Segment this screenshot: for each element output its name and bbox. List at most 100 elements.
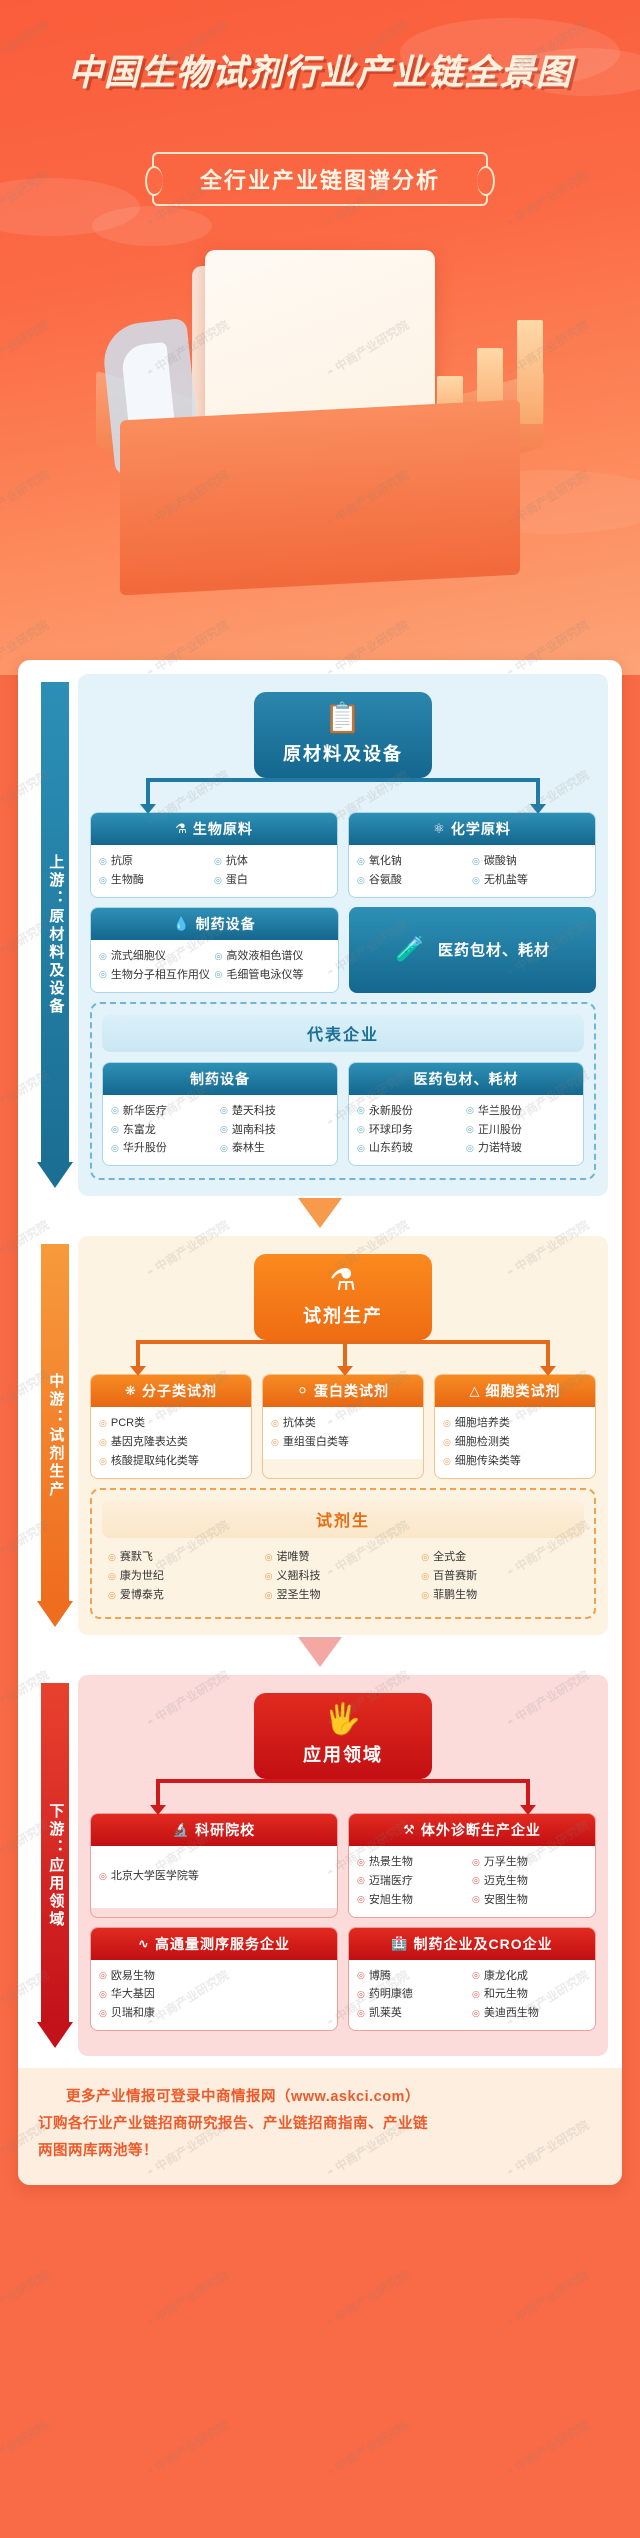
arrow-body bbox=[41, 1682, 69, 2023]
footer-line-2: 订购各行业产业链招商研究报告、产业链招商指南、产业链 bbox=[38, 2116, 428, 2133]
card-header: 🔬 科研院校 bbox=[91, 1813, 337, 1846]
stage-body-midstream: ⚗ 试剂生产 ❋ 分子类试剂 ◎PCR类 bbox=[78, 1236, 608, 1635]
card-ivd-manufacturers[interactable]: ⚒ 体外诊断生产企业 ◎热景生物 ◎万孚生物 ◎迈瑞医疗 ◎迈克生物 ◎安旭生物… bbox=[348, 1812, 596, 1918]
bullet-icon: ◎ bbox=[111, 1143, 119, 1154]
hero-illustration bbox=[0, 240, 640, 660]
list-item: ◎安旭生物 bbox=[357, 1891, 472, 1910]
bullet-icon: ◎ bbox=[99, 1871, 107, 1882]
list-item-label: 翌圣生物 bbox=[276, 1588, 321, 1601]
connector-vertical-right bbox=[526, 1778, 531, 1807]
representative-companies-midstream: 试剂生 ◎赛默飞 ◎诺唯赞 ◎全式金 ◎康为世纪 ◎义翘科技 ◎百普赛斯 ◎爱博… bbox=[90, 1488, 596, 1619]
arrow-head bbox=[37, 1600, 73, 1627]
list-item-label: 美迪西生物 bbox=[483, 2007, 539, 2020]
list-item: ◎义翘科技 bbox=[265, 1567, 422, 1586]
hub-midstream[interactable]: ⚗ 试剂生产 bbox=[254, 1254, 432, 1341]
bullet-icon: ◎ bbox=[99, 950, 107, 961]
decorative-cloud bbox=[92, 206, 212, 246]
stage-transition-upstream-to-midstream bbox=[32, 1196, 608, 1236]
stage-label-text: 中游：试剂生产 bbox=[47, 1372, 65, 1499]
card-pharma-packaging[interactable]: 🧪 医药包材、耗材 bbox=[349, 906, 596, 993]
protein-icon: ⚪ bbox=[297, 1383, 309, 1399]
hand-app-icon: 🖐 bbox=[324, 1702, 362, 1736]
hub-upstream[interactable]: 📋 原材料及设备 bbox=[254, 692, 432, 778]
page-subtitle: 全行业产业链图谱分析 bbox=[144, 152, 496, 206]
list-item-label: 康龙化成 bbox=[483, 1969, 528, 1982]
downstream-row-2: ∿ 高通量测序服务企业 ◎欧易生物 ◎华大基因 ◎贝瑞和康 🏥 制药企业及CRO… bbox=[90, 1926, 596, 2032]
card-protein-reagents[interactable]: ⚪ 蛋白类试剂 ◎抗体类 ◎重组蛋白类等 bbox=[262, 1374, 424, 1480]
bullet-icon: ◎ bbox=[271, 1436, 279, 1447]
card-molecular-reagents[interactable]: ❋ 分子类试剂 ◎PCR类 ◎基因克隆表达类 ◎核酸提取纯化类等 bbox=[90, 1374, 252, 1480]
stage-upstream: 上游：原材料及设备 📋 原材料及设备 ⚗ 生物原料 bbox=[32, 674, 608, 1197]
card-research-institutes[interactable]: 🔬 科研院校 ◎北京大学医学院等 bbox=[90, 1812, 338, 1918]
bullet-icon: ◎ bbox=[472, 1875, 480, 1886]
list-item-label: 高效液相色谱仪 bbox=[226, 949, 304, 962]
list-item: ◎康为世纪 bbox=[108, 1567, 265, 1586]
list-item: ◎抗体类 bbox=[271, 1414, 415, 1433]
list-item: ◎氧化钠 bbox=[357, 852, 472, 871]
list-item-label: 万孚生物 bbox=[483, 1855, 528, 1868]
list-item-label: 凯莱英 bbox=[368, 2007, 402, 2020]
list-item-label: 全式金 bbox=[433, 1551, 467, 1564]
connector-vertical-right bbox=[546, 1340, 551, 1369]
card-pharma-equipment[interactable]: 💧 制药设备 ◎流式细胞仪 ◎高效液相色谱仪 ◎生物分子相互作用仪 ◎毛细管电泳… bbox=[90, 906, 339, 993]
list-item-label: 谷氨酸 bbox=[368, 873, 402, 886]
bullet-icon: ◎ bbox=[357, 874, 365, 885]
card-header: ⚛ 化学原料 bbox=[349, 813, 595, 845]
bullet-icon: ◎ bbox=[220, 1124, 228, 1135]
list-item-label: 药明康德 bbox=[368, 1988, 413, 2001]
list-item: ◎北京大学医学院等 bbox=[99, 1853, 329, 1901]
list-item: ◎PCR类 bbox=[99, 1414, 243, 1433]
card-chemical-materials[interactable]: ⚛ 化学原料 ◎氧化钠 ◎碳酸钠 ◎谷氨酸 ◎无机盐等 bbox=[348, 812, 596, 898]
card-sequencing-services[interactable]: ∿ 高通量测序服务企业 ◎欧易生物 ◎华大基因 ◎贝瑞和康 bbox=[90, 1926, 338, 2032]
card-bio-materials[interactable]: ⚗ 生物原料 ◎抗原 ◎抗体 ◎生物酶 ◎蛋白 bbox=[90, 812, 338, 898]
list-item: ◎蛋白 bbox=[214, 871, 329, 890]
list-item-label: 正川股份 bbox=[477, 1123, 522, 1136]
list-item: ◎力诺特玻 bbox=[466, 1139, 575, 1158]
list-item: ◎爱博泰克 bbox=[108, 1586, 265, 1605]
list-item-label: 氧化钠 bbox=[368, 855, 402, 867]
card-title: 科研院校 bbox=[195, 1821, 256, 1838]
card-cell-reagents[interactable]: △ 细胞类试剂 ◎细胞培养类 ◎细胞检测类 ◎细胞传染类等 bbox=[434, 1374, 596, 1480]
bullet-icon: ◎ bbox=[466, 1143, 474, 1154]
card-pharma-cro[interactable]: 🏥 制药企业及CRO企业 ◎博腾 ◎康龙化成 ◎药明康德 ◎和元生物 ◎凯莱英 … bbox=[348, 1926, 596, 2032]
bullet-icon: ◎ bbox=[421, 1589, 430, 1600]
bullet-icon: ◎ bbox=[472, 1989, 480, 2000]
flask-icon: ⚗ bbox=[175, 821, 188, 836]
bullet-icon: ◎ bbox=[214, 874, 222, 885]
midstream-row-1: ❋ 分子类试剂 ◎PCR类 ◎基因克隆表达类 ◎核酸提取纯化类等 ⚪ 蛋白类试剂 bbox=[90, 1374, 596, 1480]
footer-promo: 更多产业情报可登录中商情报网（www.askci.com） 订购各行业产业链招商… bbox=[18, 2068, 622, 2185]
upstream-row-1: ⚗ 生物原料 ◎抗原 ◎抗体 ◎生物酶 ◎蛋白 ⚛ 化学原料 bbox=[90, 812, 596, 898]
card-body: ◎PCR类 ◎基因克隆表达类 ◎核酸提取纯化类等 bbox=[91, 1407, 251, 1479]
list-item-label: 康为世纪 bbox=[119, 1569, 164, 1582]
hub-downstream[interactable]: 🖐 应用领域 bbox=[254, 1692, 432, 1779]
page-title: 中国生物试剂行业产业链全景图 bbox=[67, 53, 572, 92]
bullet-icon: ◎ bbox=[443, 1455, 451, 1466]
stage-label-text: 上游：原材料及设备 bbox=[47, 854, 65, 1017]
industry-chain-panel: 上游：原材料及设备 📋 原材料及设备 ⚗ 生物原料 bbox=[18, 660, 622, 2185]
rep-card-pharma-equipment[interactable]: 制药设备 ◎新华医疗 ◎楚天科技 ◎东富龙 ◎迦南科技 ◎华升股份 ◎泰林生 bbox=[102, 1061, 338, 1167]
list-item-label: 博腾 bbox=[368, 1969, 391, 1982]
list-item: ◎华升股份 bbox=[111, 1139, 220, 1158]
hero-banner: 中国生物试剂行业产业链全景图 全行业产业链图谱分析 bbox=[0, 0, 640, 675]
bullet-icon: ◎ bbox=[472, 1856, 480, 1867]
rep-card-pharma-packaging[interactable]: 医药包材、耗材 ◎永新股份 ◎华兰股份 ◎环球印务 ◎正川股份 ◎山东药玻 ◎力… bbox=[348, 1061, 584, 1167]
bullet-icon: ◎ bbox=[108, 1570, 116, 1581]
watermark-text: ◓ 中商产业研究院 bbox=[143, 2417, 232, 2480]
list-item-label: 安旭生物 bbox=[368, 1893, 413, 1906]
bullet-icon: ◎ bbox=[357, 1970, 365, 1981]
watermark-text: ◓ 中商产业研究院 bbox=[503, 2417, 592, 2480]
beaker-icon: ⚗ bbox=[329, 1264, 357, 1298]
card-body: ◎抗原 ◎抗体 ◎生物酶 ◎蛋白 bbox=[91, 845, 337, 897]
bullet-icon: ◎ bbox=[99, 874, 107, 885]
bullet-icon: ◎ bbox=[99, 1970, 107, 1981]
card-title: 高通量测序服务企业 bbox=[154, 1935, 290, 1952]
list-item-label: 碳酸钠 bbox=[483, 855, 517, 867]
watermark-text: ◓ 中商产业研究院 bbox=[0, 2267, 52, 2330]
list-item: ◎迈瑞医疗 bbox=[357, 1872, 472, 1891]
list-item-label: 楚天科技 bbox=[231, 1104, 276, 1117]
list-item: ◎凯莱英 bbox=[357, 2004, 472, 2023]
stage-label-text: 下游：应用领域 bbox=[47, 1802, 65, 1929]
bullet-icon: ◎ bbox=[99, 1455, 107, 1466]
list-item-label: 热景生物 bbox=[368, 1855, 413, 1868]
list-item-label: 抗原 bbox=[110, 855, 133, 867]
